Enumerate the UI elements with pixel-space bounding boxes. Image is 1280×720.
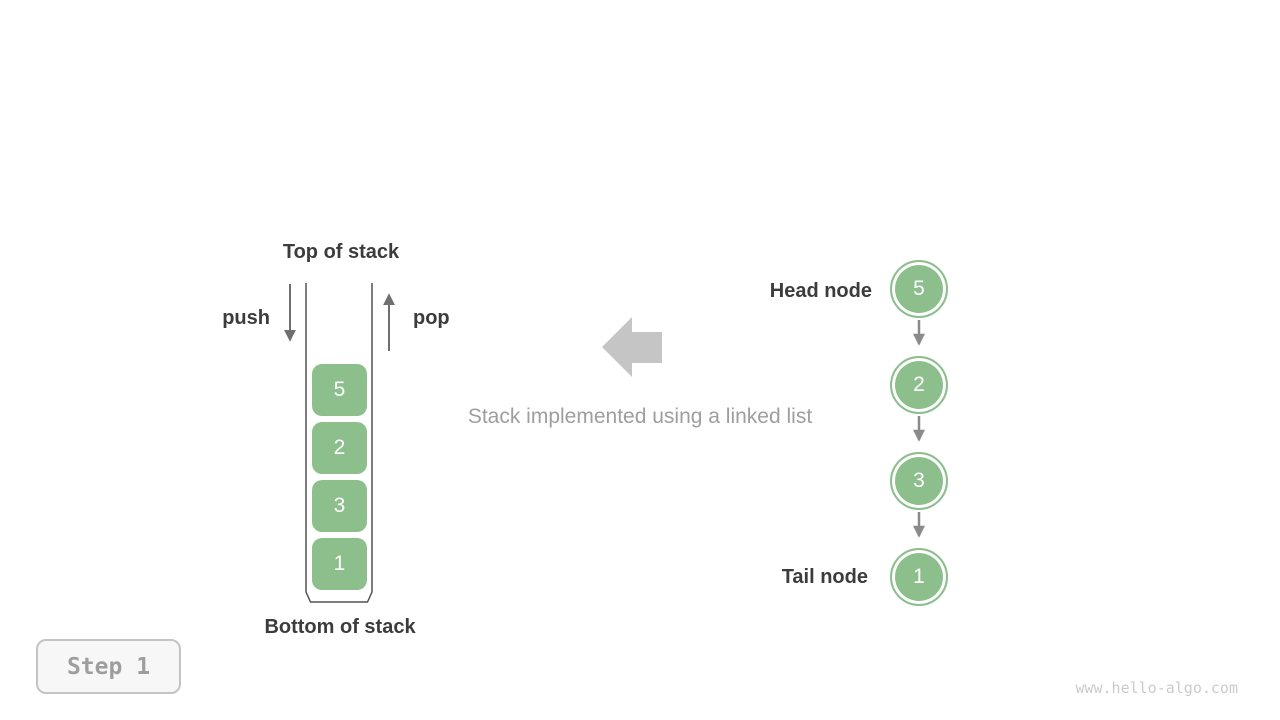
list-node: 5 [890,260,948,318]
list-node: 2 [890,356,948,414]
top-of-stack-label: Top of stack [282,241,400,263]
stack-item: 3 [312,480,367,532]
stack-item: 2 [312,422,367,474]
left-block-arrow-icon [602,317,662,377]
stack-item: 5 [312,364,367,416]
list-node: 3 [890,452,948,510]
step-badge: Step 1 [36,639,181,694]
watermark-text: www.hello-algo.com [1075,679,1238,697]
stack-item: 1 [312,538,367,590]
push-label: push [222,307,270,329]
step-badge-label: Step 1 [66,653,151,680]
figure-caption: Stack implemented using a linked list [467,405,813,428]
head-node-label: Head node [769,280,872,302]
tail-node-label: Tail node [781,566,868,588]
list-node: 1 [890,548,948,606]
pop-label: pop [413,307,450,329]
bottom-of-stack-label: Bottom of stack [264,616,416,638]
